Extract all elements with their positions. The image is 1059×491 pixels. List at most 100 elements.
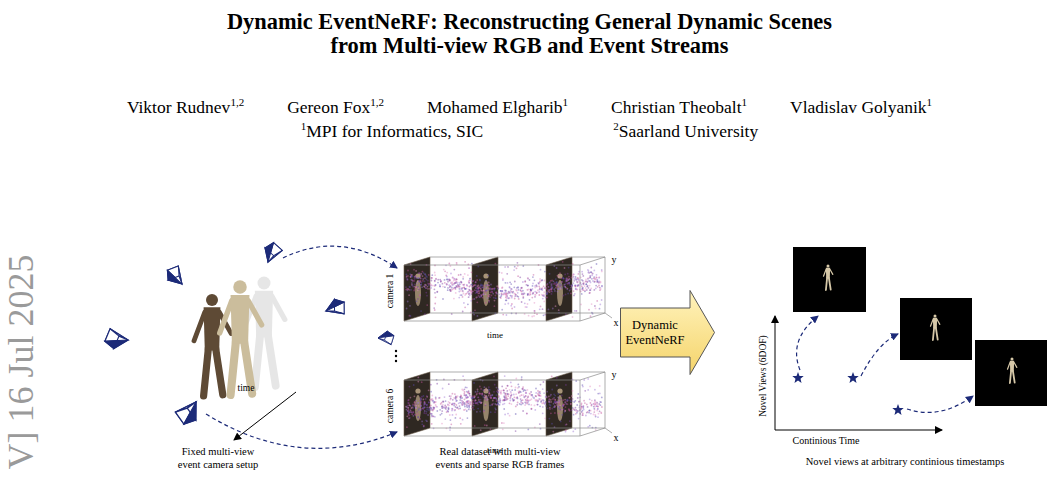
event-point [534, 310, 536, 312]
event-point [510, 396, 512, 398]
event-point [493, 397, 495, 399]
event-point [433, 401, 435, 403]
axis-label: time [487, 445, 503, 456]
event-point [567, 399, 569, 401]
event-point [507, 282, 509, 284]
event-point [569, 397, 571, 399]
event-point [429, 399, 431, 401]
event-point [499, 401, 501, 403]
event-point [424, 277, 426, 279]
event-point [410, 274, 412, 276]
event-point [581, 293, 583, 295]
novel-view-image [793, 247, 866, 312]
event-point [537, 390, 539, 392]
event-point [454, 393, 456, 395]
event-point [521, 293, 523, 295]
event-point [462, 401, 464, 403]
event-point [576, 404, 578, 406]
event-point [510, 382, 512, 384]
event-point [461, 403, 463, 405]
rgb-frame [472, 257, 498, 321]
event-point [513, 269, 515, 271]
event-point [489, 288, 491, 290]
event-point [530, 404, 532, 406]
event-point [557, 284, 559, 286]
event-point [459, 408, 461, 410]
event-point [527, 429, 529, 431]
event-point [514, 266, 516, 268]
event-point [439, 409, 441, 411]
rgb-frame [404, 372, 430, 436]
event-point [488, 386, 490, 388]
event-point [448, 263, 450, 265]
event-point [434, 281, 436, 283]
event-point [479, 392, 481, 394]
event-point [476, 297, 478, 299]
time-star [847, 372, 858, 383]
novel-view-subjects [824, 265, 1017, 384]
event-point [522, 399, 524, 401]
event-point [597, 406, 599, 408]
event-point [499, 296, 501, 298]
event-point [504, 303, 506, 305]
affiliation-mark: 2 [613, 120, 619, 132]
event-point [486, 399, 488, 401]
event-point [503, 408, 505, 410]
event-point [479, 401, 481, 403]
event-point [494, 300, 496, 302]
event-point [599, 304, 601, 306]
event-point [485, 302, 487, 304]
event-point [569, 290, 571, 292]
event-point [544, 417, 546, 419]
event-point [432, 410, 434, 412]
event-point [491, 395, 493, 397]
event-point [436, 291, 438, 293]
event-point [468, 407, 470, 409]
event-point [473, 403, 475, 405]
event-point [484, 398, 486, 400]
axis-label: Continious Time [793, 435, 860, 447]
event-point [501, 272, 503, 274]
event-point [582, 414, 584, 416]
event-point [463, 392, 465, 394]
event-point [481, 393, 483, 395]
event-point [494, 297, 496, 299]
author-name: Viktor Rudnev [127, 97, 230, 117]
event-point [548, 401, 550, 403]
event-point [530, 289, 532, 291]
axis-line [775, 430, 942, 431]
event-point [449, 414, 451, 416]
event-point [474, 289, 476, 291]
event-point [407, 278, 409, 280]
event-point [468, 288, 470, 290]
event-point [485, 388, 487, 390]
event-point [426, 404, 428, 406]
event-point [464, 273, 466, 275]
event-point [432, 407, 434, 409]
event-point [564, 410, 566, 412]
event-point [445, 406, 447, 408]
event-point [446, 283, 448, 285]
event-point [490, 396, 492, 398]
event-point [518, 386, 520, 388]
event-point [513, 286, 515, 288]
event-point [548, 396, 550, 398]
event-point [477, 396, 479, 398]
event-point [561, 281, 563, 283]
event-point [448, 401, 450, 403]
event-point [546, 284, 548, 286]
event-point [589, 285, 591, 287]
event-point [494, 384, 496, 386]
event-point [440, 281, 442, 283]
event-point [469, 401, 471, 403]
event-point [477, 408, 479, 410]
event-point [584, 285, 586, 287]
event-point [586, 289, 588, 291]
event-point [581, 271, 583, 273]
event-point [439, 414, 441, 416]
event-point [549, 404, 551, 406]
event-point [549, 282, 551, 284]
event-point [473, 314, 475, 316]
event-point [517, 265, 519, 267]
event-point [486, 297, 488, 299]
